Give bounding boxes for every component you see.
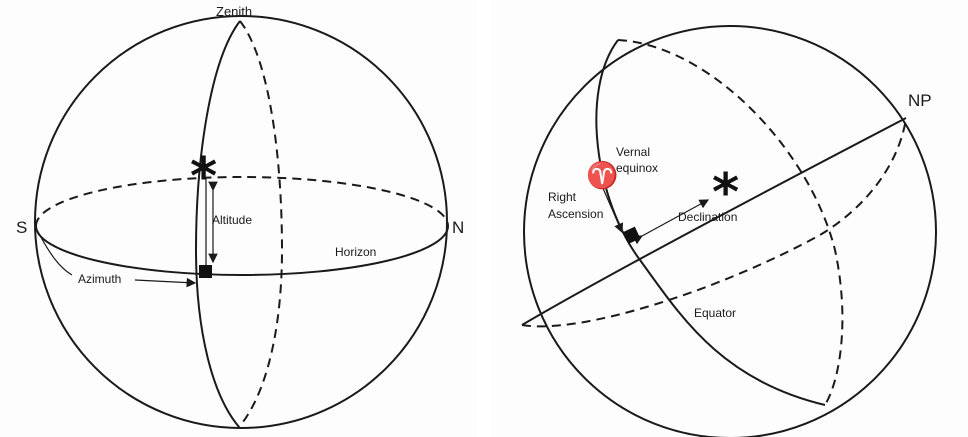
horizontal-sphere-diagram: * Zenith S N Altitude Horizon Azimuth	[16, 4, 464, 429]
right-ascension-label-line1: Right	[548, 190, 577, 204]
azimuth-label: Azimuth	[78, 272, 121, 286]
equatorial-coordinates-panel: * ♈ NP Vernal equinox Right Ascension De…	[490, 0, 968, 437]
north-pole-label: NP	[908, 91, 932, 110]
north-label: N	[452, 218, 464, 237]
object-square-marker	[623, 226, 641, 244]
south-label: S	[16, 218, 27, 237]
meridian-front	[194, 20, 241, 428]
right-ascension-label-line2: Ascension	[548, 207, 603, 221]
star-icon: *	[712, 163, 739, 223]
vernal-equinox-label-line2: equinox	[616, 161, 658, 175]
star-icon: *	[190, 147, 217, 207]
horizon-front	[35, 225, 449, 276]
altitude-label: Altitude	[212, 213, 252, 227]
meridian-back-dashed	[238, 20, 284, 428]
azimuth-arrow	[134, 277, 197, 288]
equatorial-sphere-diagram: * ♈ NP Vernal equinox Right Ascension De…	[521, 25, 937, 437]
equator-back-dashed	[521, 117, 907, 328]
horizontal-coordinates-panel: * Zenith S N Altitude Horizon Azimuth	[0, 0, 478, 437]
object-square-marker	[199, 265, 212, 278]
azimuth-arc	[35, 227, 73, 276]
declination-label: Declination	[678, 210, 737, 224]
horizon-back-dashed	[35, 176, 449, 227]
equator-label: Equator	[694, 306, 736, 320]
horizon-label: Horizon	[335, 245, 376, 259]
celestial-sphere-outline	[523, 25, 937, 437]
zenith-label: Zenith	[216, 4, 252, 19]
declination-arrow	[632, 199, 710, 245]
hour-circle-front	[595, 39, 826, 406]
aries-icon: ♈	[586, 160, 618, 190]
vernal-equinox-label-line1: Vernal	[616, 145, 650, 159]
right-ascension-arrow	[594, 176, 624, 234]
hour-circle-back-dashed	[617, 39, 844, 406]
